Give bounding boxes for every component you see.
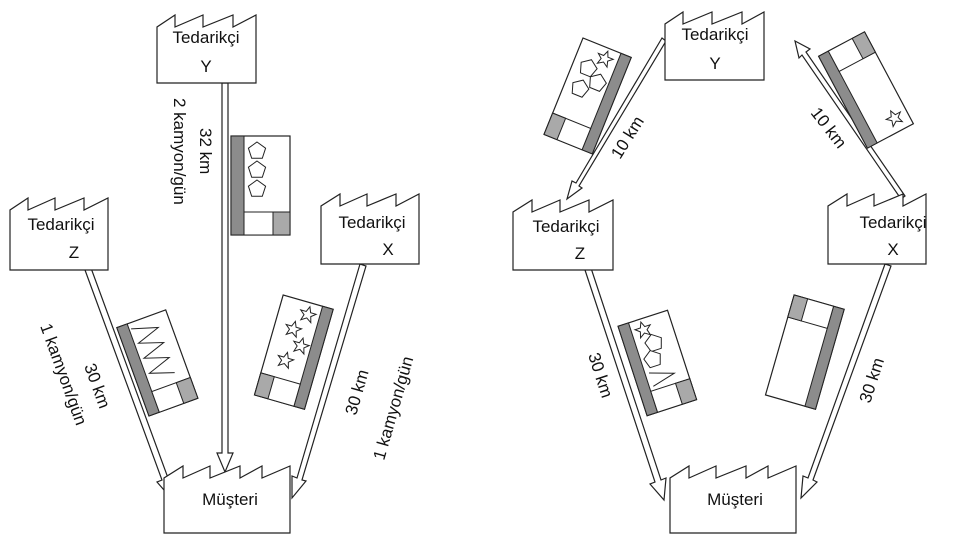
truck-x-to-customer-route [766,295,845,409]
supplier-y-factory: Tedarikçi Y [157,15,256,83]
route-y-distance: 32 km [196,128,215,174]
supplier-z-label: Tedarikçi [27,215,94,234]
supplier-x-factory: Tedarikçi X [321,194,419,264]
supplier-x-code-right: X [887,240,898,259]
supplier-z-factory: Tedarikçi Z [10,198,108,270]
supplier-y-label-right: Tedarikçi [681,25,748,44]
supplier-x-label-right: Tedarikçi [859,213,926,232]
customer-label: Müşteri [202,490,258,509]
supplier-x-factory-right: Tedarikçi X [828,194,927,264]
truck-z-route [117,310,198,416]
truck-x-route [255,295,334,409]
supplier-y-factory-right: Tedarikçi Y [665,12,764,80]
route-x-frequency: 1 kamyon/gün [370,354,418,462]
customer-factory-right: Müşteri [670,466,796,533]
supplier-y-code-right: Y [709,54,720,73]
supplier-z-code: Z [69,243,79,262]
supplier-y-label: Tedarikçi [172,28,239,47]
supplier-z-code-right: Z [575,244,585,263]
route-x-to-customer-distance: 30 km [856,355,888,405]
route-y-frequency: 2 kamyon/gün [170,98,189,205]
left-diagram: Tedarikçi Y Tedarikçi Z Tedarikçi X Müşt… [10,15,419,533]
truck-y-route [231,136,290,235]
supplier-z-label-right: Tedarikçi [532,217,599,236]
route-x-distance: 30 km [342,367,373,417]
supplier-x-label: Tedarikçi [338,213,405,232]
supplier-y-code: Y [200,57,211,76]
route-z-to-customer-distance: 30 km [584,350,616,400]
route-z-frequency: 1 kamyon/gün [36,321,90,428]
supplier-z-factory-right: Tedarikçi Z [513,200,613,270]
right-diagram: Tedarikçi Y Tedarikçi Z Tedarikçi X Müşt… [513,12,927,533]
supplier-x-code: X [382,240,393,259]
route-z-distance: 30 km [80,361,114,411]
customer-factory: Müşteri [164,466,290,533]
customer-label-right: Müşteri [707,490,763,509]
